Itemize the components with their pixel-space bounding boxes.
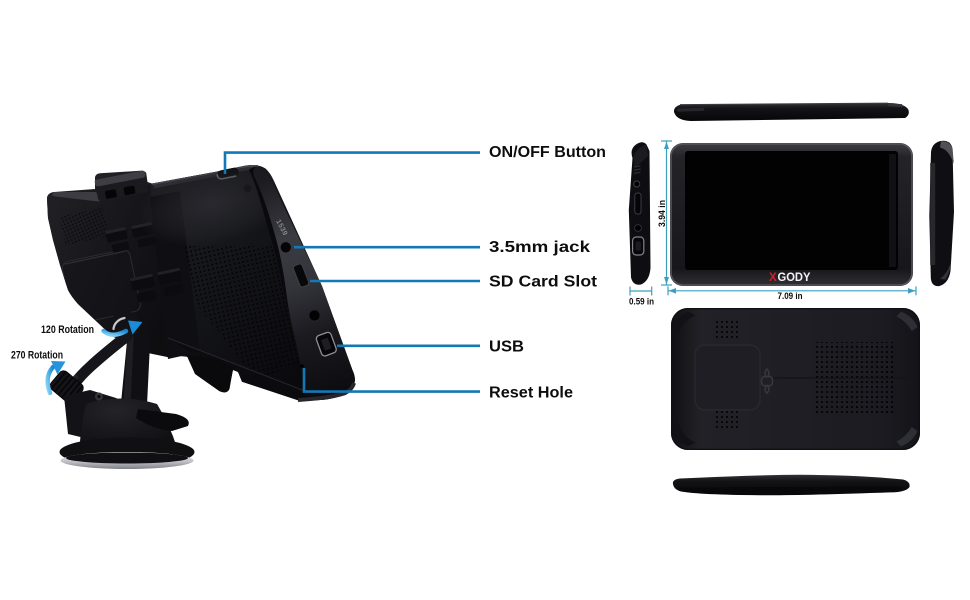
svg-text:GODY: GODY: [778, 272, 811, 284]
svg-text:Reset Hole: Reset Hole: [489, 384, 573, 401]
svg-text:X: X: [769, 272, 777, 284]
svg-text:3.5mm jack: 3.5mm jack: [489, 239, 590, 256]
svg-text:SD Card Slot: SD Card Slot: [489, 273, 597, 290]
svg-text:120 Rotation: 120 Rotation: [41, 324, 94, 336]
svg-text:0.59 in: 0.59 in: [629, 297, 654, 307]
svg-text:ON/OFF Button: ON/OFF Button: [489, 144, 606, 161]
svg-text:7.09 in: 7.09 in: [778, 291, 803, 301]
svg-text:3.94 in: 3.94 in: [657, 200, 667, 227]
svg-text:270 Rotation: 270 Rotation: [11, 349, 63, 361]
svg-text:USB: USB: [489, 338, 524, 355]
